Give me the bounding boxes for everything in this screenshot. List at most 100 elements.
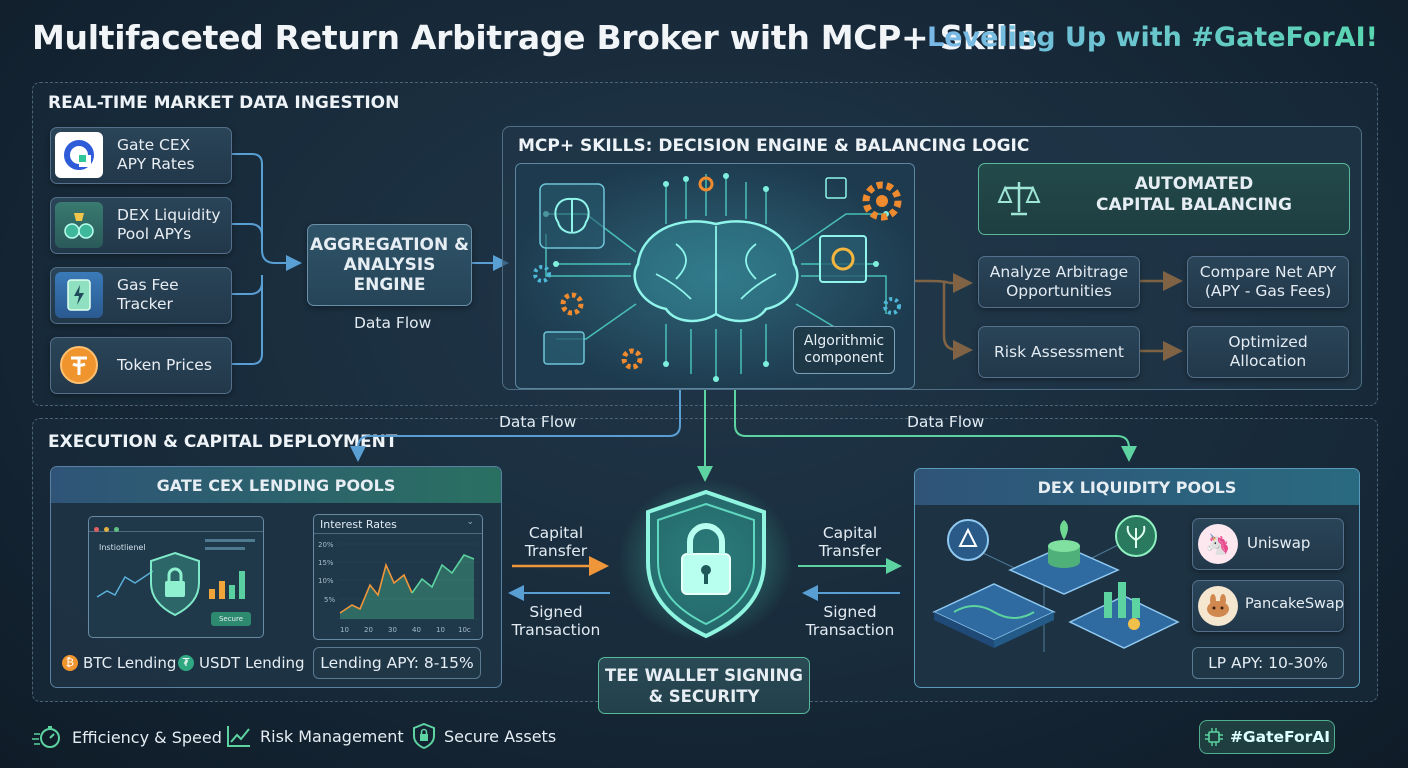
circuit-board-icon <box>543 331 585 365</box>
mini-line-chart <box>96 570 154 598</box>
analyze-arbitrage: Analyze Arbitrage Opportunities <box>978 256 1140 308</box>
source-sublabel: Pool APYs <box>117 225 192 243</box>
footer-risk: Risk Management <box>226 724 404 748</box>
window-title: Instiotlienel <box>99 543 146 552</box>
algorithmic-line1: Algorithmic <box>803 333 885 349</box>
shield-lock-icon <box>150 551 200 617</box>
signed-transaction-right: Signed Transaction <box>800 603 900 639</box>
brain-small-icon <box>539 183 605 249</box>
gateforai-label: #GateForAI <box>1229 728 1331 746</box>
lp-apy-badge: LP APY: 10-30% <box>1192 647 1344 679</box>
signed-transaction-left: Signed Transaction <box>506 603 606 639</box>
y-tick: 5% <box>324 596 335 604</box>
bitcoin-icon: ₿ <box>62 655 78 671</box>
liquidity-pool-icon <box>55 202 103 248</box>
signed-line1: Signed <box>823 603 877 621</box>
gas-receipt-icon <box>55 272 103 318</box>
btc-lending: ₿ BTC Lending <box>62 654 176 672</box>
neural-brain-icon <box>533 173 902 382</box>
automated-balancing: AUTOMATED CAPITAL BALANCING <box>978 163 1350 235</box>
tee-line1: TEE WALLET SIGNING <box>605 665 803 685</box>
interest-rates-chart: Interest Rates ⌄ 20% 15% 10% 5% 10 20 30… <box>313 514 483 640</box>
tee-wallet-box: TEE WALLET SIGNING & SECURITY <box>598 657 810 714</box>
chip-icon <box>1204 728 1223 746</box>
footer-secure: Secure Assets <box>412 722 556 750</box>
rate-plot: 20% 15% 10% 5% 10 20 30 40 10 10c <box>318 541 478 634</box>
optimized-line2: Allocation <box>1229 352 1307 370</box>
source-sublabel: APY Rates <box>117 155 195 173</box>
capital-transfer-right: Capital Transfer <box>800 524 900 560</box>
y-tick: 15% <box>318 559 334 567</box>
usdt-lending-label: USDT Lending <box>199 654 305 672</box>
signed-line2: Transaction <box>805 621 895 639</box>
uniswap-icon: 🦄 <box>1198 524 1238 564</box>
uniswap-label: Uniswap <box>1247 534 1311 552</box>
source-label: Token Prices <box>117 356 212 374</box>
network-node-icon <box>947 519 989 561</box>
transfer-line1: Capital <box>822 524 878 542</box>
aggregation-line1: AGGREGATION & <box>310 235 469 255</box>
trend-chart-icon <box>227 726 250 747</box>
gear-icon <box>883 297 901 315</box>
transfer-line2: Transfer <box>818 542 882 560</box>
x-tick: 10 <box>436 626 445 634</box>
optimized-allocation: Optimized Allocation <box>1187 326 1349 378</box>
capital-transfer-left: Capital Transfer <box>506 524 606 560</box>
compare-line1: Compare Net APY <box>1199 263 1337 281</box>
shield-lock-icon <box>413 722 435 750</box>
gateforai-badge[interactable]: #GateForAI <box>1199 720 1335 754</box>
execution-label: EXECUTION & CAPITAL DEPLOYMENT <box>48 432 398 452</box>
aggregation-engine: AGGREGATION & ANALYSIS ENGINE <box>307 224 472 306</box>
pancakeswap-label: PancakeSwap <box>1245 596 1344 612</box>
signed-line1: Signed <box>529 603 583 621</box>
page-title: Multifaceted Return Arbitrage Broker wit… <box>32 18 1038 57</box>
data-flow-left-label: Data Flow <box>499 413 577 431</box>
source-label: Gate CEX <box>117 136 191 154</box>
transfer-line2: Transfer <box>524 542 588 560</box>
pancakeswap-item: PancakeSwap <box>1192 580 1344 632</box>
dex-isometric-illustration <box>932 515 1180 652</box>
gate-logo-icon <box>55 132 103 178</box>
gear-icon <box>533 265 551 283</box>
footer-secure-label: Secure Assets <box>444 726 557 746</box>
tether-coin-icon <box>55 342 103 388</box>
tee-line2: & SECURITY <box>648 686 760 706</box>
x-tick: 10 <box>340 626 349 634</box>
risk-assessment: Risk Assessment <box>978 326 1140 378</box>
algorithmic-component: Algorithmic component <box>793 326 895 374</box>
compare-line2: (APY - Gas Fees) <box>1204 282 1332 300</box>
x-tick: 30 <box>388 626 397 634</box>
cex-title: GATE CEX LENDING POOLS <box>51 467 501 503</box>
x-tick: 20 <box>364 626 373 634</box>
y-tick: 20% <box>318 541 334 549</box>
usdt-lending: ₮ USDT Lending <box>178 654 305 672</box>
balancing-line1: AUTOMATED <box>1134 174 1254 194</box>
source-sublabel: Tracker <box>117 295 173 313</box>
optimized-line1: Optimized <box>1228 333 1308 351</box>
brain-panel <box>515 163 915 389</box>
secure-button[interactable]: Secure <box>211 612 251 626</box>
chart-title: Interest Rates <box>320 518 397 531</box>
pancakeswap-icon <box>1198 586 1238 626</box>
ingestion-label: REAL-TIME MARKET DATA INGESTION <box>48 93 400 113</box>
x-tick: 10c <box>458 626 471 634</box>
analyze-line1: Analyze Arbitrage <box>989 263 1129 281</box>
y-tick: 10% <box>318 577 334 585</box>
aggregation-line2: ANALYSIS ENGINE <box>343 255 436 295</box>
stopwatch-icon <box>32 726 60 748</box>
footer-efficiency: Efficiency & Speed <box>32 724 222 750</box>
dex-title: DEX LIQUIDITY POOLS <box>915 469 1359 505</box>
gear-icon <box>560 292 584 316</box>
compare-net-apy: Compare Net APY (APY - Gas Fees) <box>1187 256 1349 308</box>
transfer-line1: Capital <box>528 524 584 542</box>
uniswap-item: 🦄 Uniswap <box>1192 518 1344 570</box>
lending-apy-badge: Lending APY: 8-15% <box>313 647 481 679</box>
footer-risk-label: Risk Management <box>260 726 404 746</box>
data-flow-right-label: Data Flow <box>907 413 985 431</box>
scales-icon <box>997 182 1041 216</box>
data-flow-label: Data Flow <box>354 314 432 332</box>
source-token-prices: Token Prices <box>50 337 232 394</box>
mcp-label: MCP+ SKILLS: DECISION ENGINE & BALANCING… <box>518 136 1030 156</box>
